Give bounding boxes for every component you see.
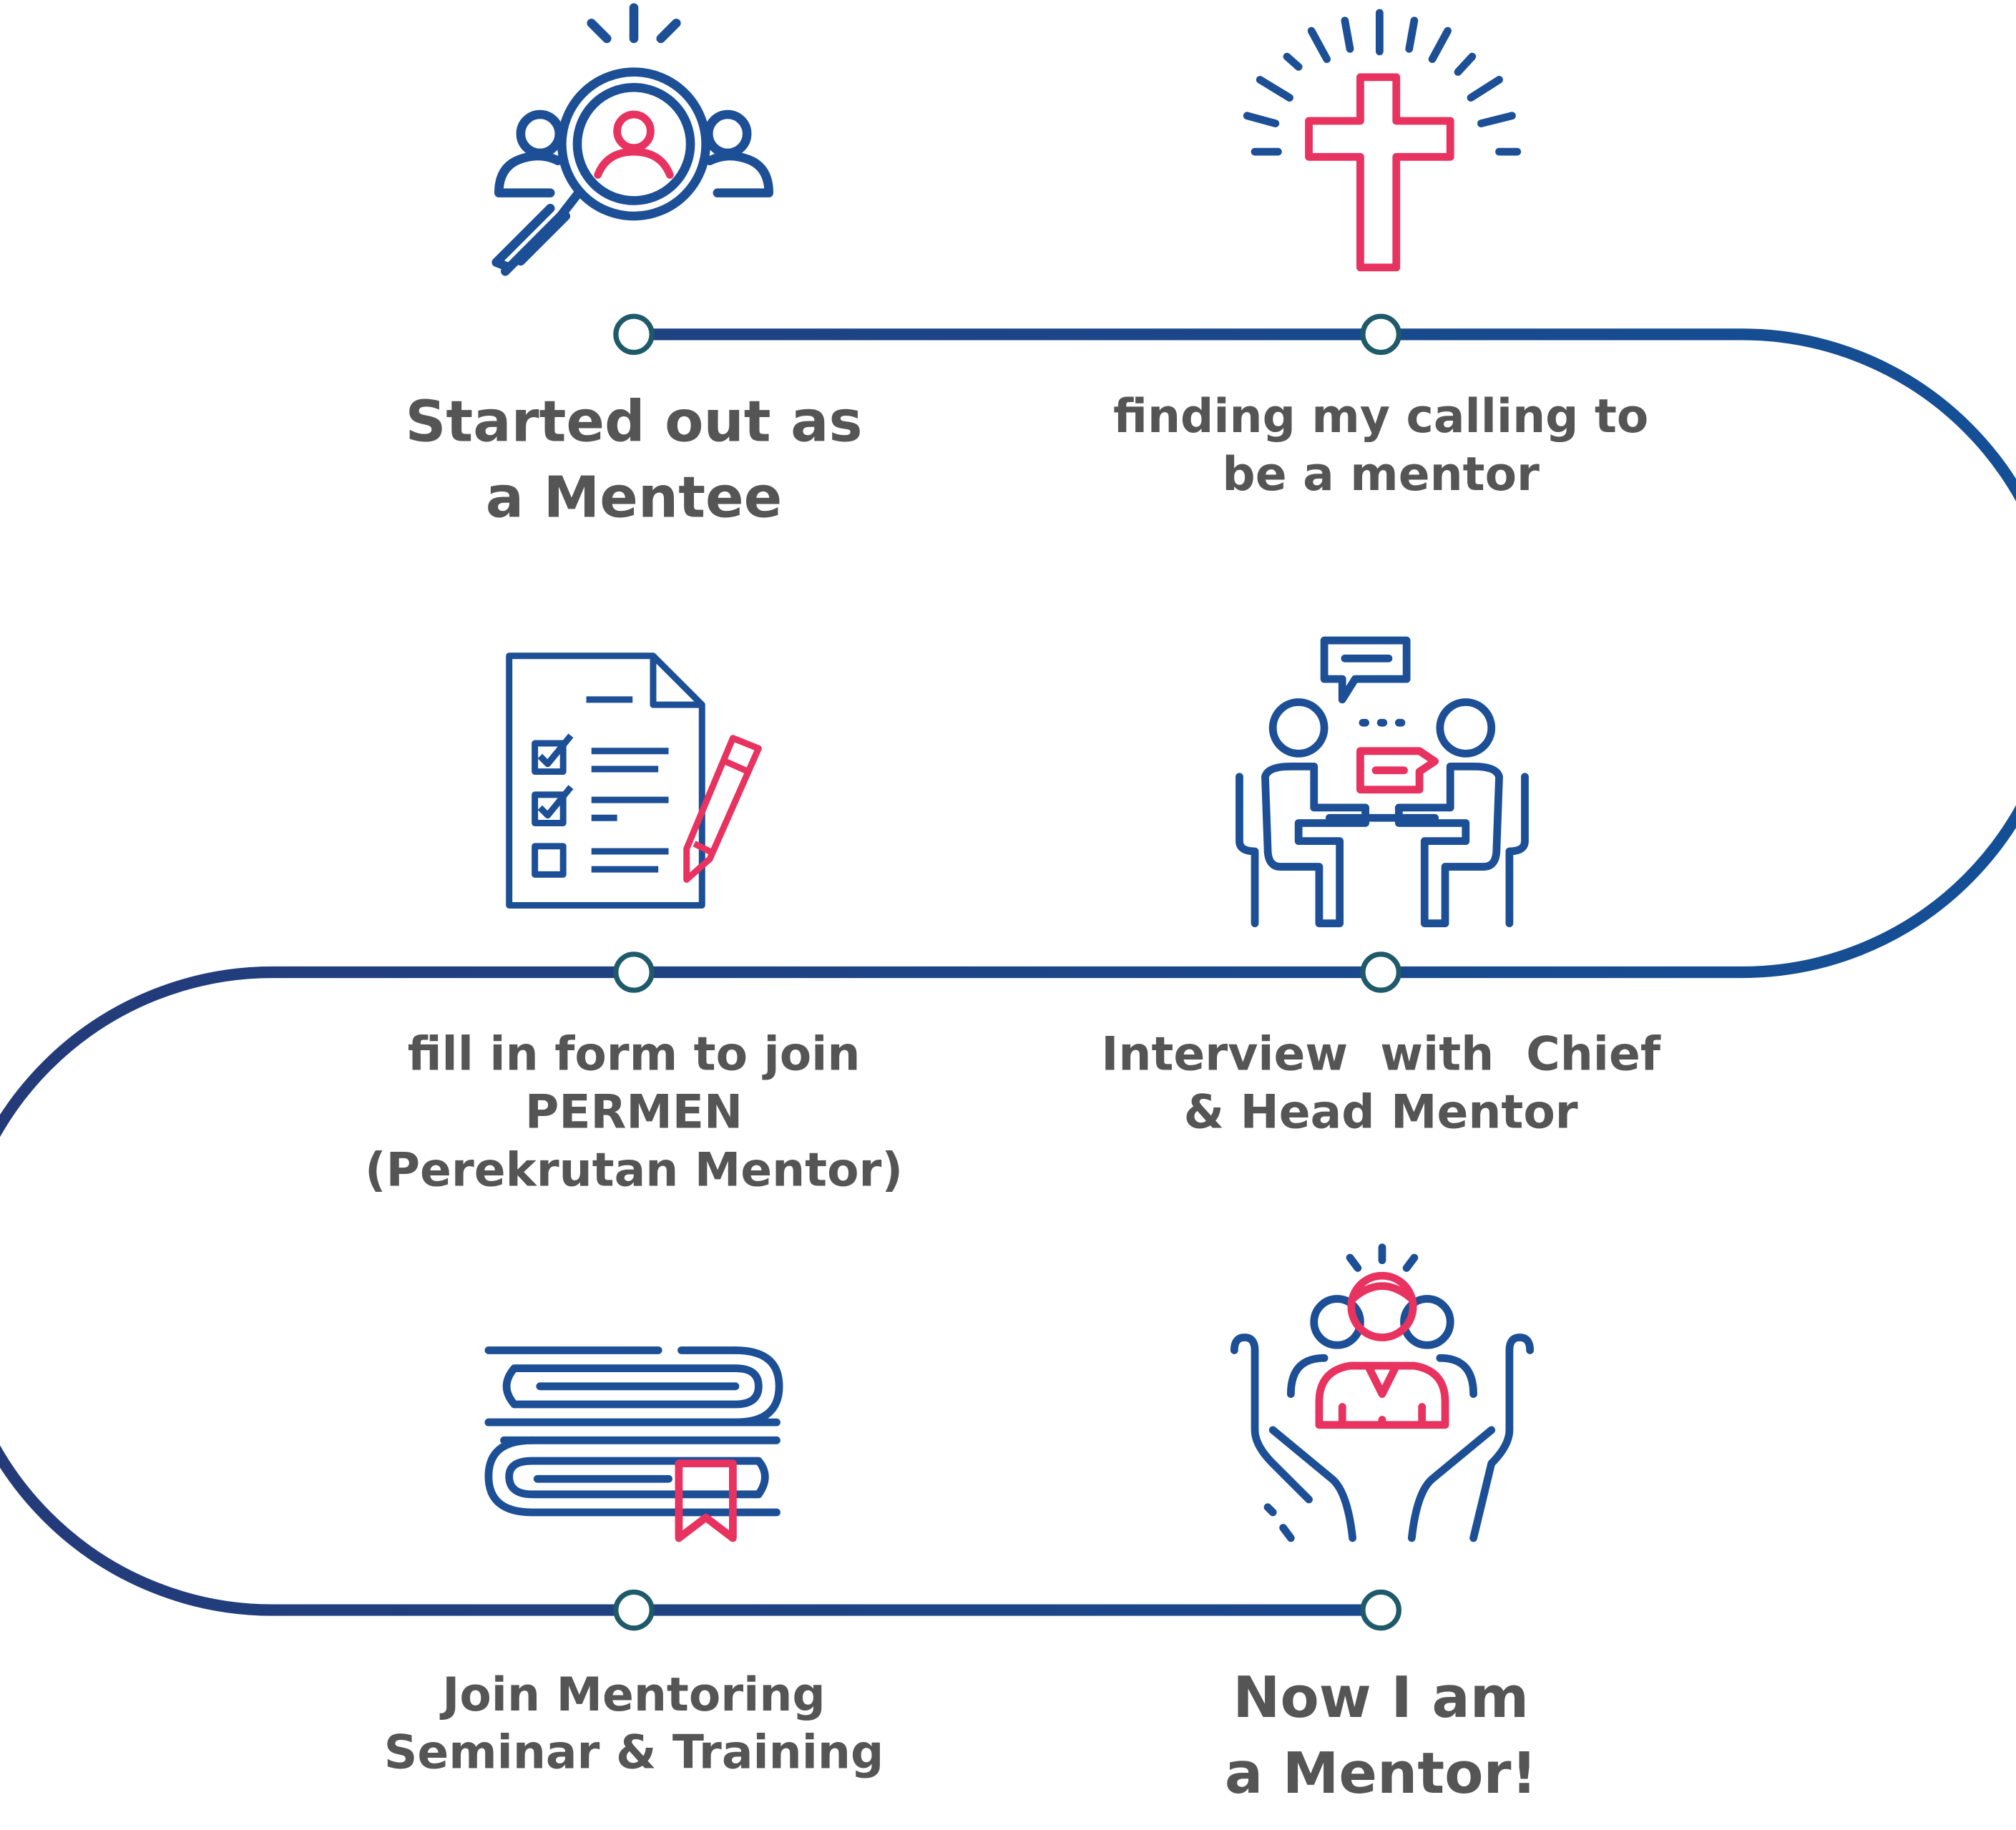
step-5-line-1: Join Mentoring xyxy=(442,1669,826,1722)
step-node-6 xyxy=(1360,1589,1401,1631)
journey-path xyxy=(0,328,2016,1616)
interview-icon xyxy=(1235,636,1529,928)
books-icon xyxy=(484,1346,783,1542)
step-label-5: Join Mentoring Seminar & Training xyxy=(313,1667,956,1783)
step-node-5 xyxy=(613,1589,655,1631)
step-node-3 xyxy=(613,951,655,993)
form-checklist-icon xyxy=(506,652,762,909)
cross-icon xyxy=(1243,9,1522,272)
step-label-1: Started out as a Mentee xyxy=(377,386,891,537)
step-label-2: finding my calling to be a mentor xyxy=(1060,388,1703,504)
step-node-2 xyxy=(1360,313,1401,356)
step-4-line-1: Interview with Chief xyxy=(1101,1029,1660,1082)
step-1-line-2: a Mentee xyxy=(485,465,783,532)
step-4-line-2: & Head Mentor xyxy=(1183,1086,1578,1140)
step-6-line-2: a Mentor! xyxy=(1224,1741,1537,1807)
step-node-1 xyxy=(613,313,655,356)
mentor-hands-icon xyxy=(1230,1243,1535,1542)
step-2-line-2: be a mentor xyxy=(1222,449,1540,502)
step-2-line-1: finding my calling to xyxy=(1113,391,1649,444)
step-3-line-1: fill in form to join xyxy=(407,1029,861,1082)
step-5-line-2: Seminar & Training xyxy=(383,1727,884,1780)
step-label-3: fill in form to join PERMEN (Perekrutan … xyxy=(313,1026,956,1200)
step-1-line-1: Started out as xyxy=(405,389,863,456)
step-3-line-3: (Perekrutan Mentor) xyxy=(365,1144,904,1198)
magnifier-people-icon xyxy=(491,3,774,276)
step-label-6: Now I am a Mentor! xyxy=(1124,1661,1638,1813)
step-6-line-1: Now I am xyxy=(1233,1665,1530,1731)
step-label-4: Interview with Chief & Head Mentor xyxy=(1060,1026,1703,1142)
step-3-line-2: PERMEN xyxy=(524,1086,743,1140)
step-node-4 xyxy=(1360,951,1401,993)
